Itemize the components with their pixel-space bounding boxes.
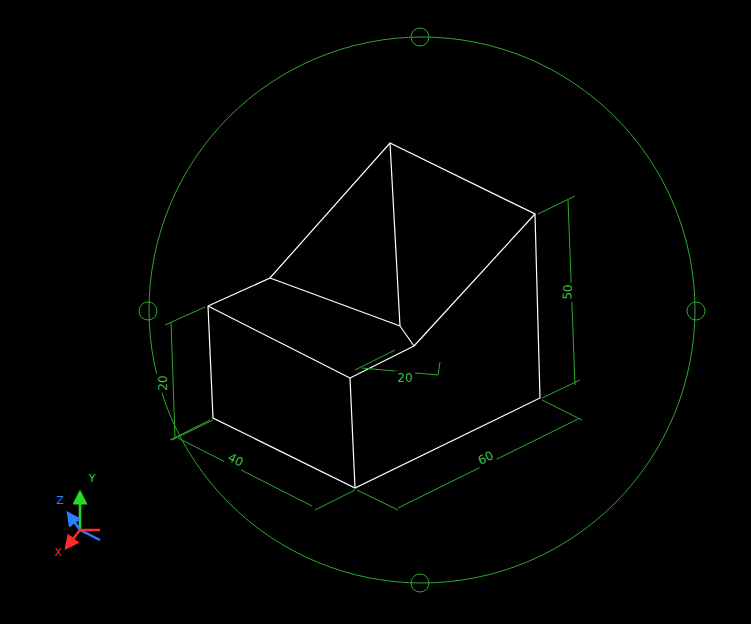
axis-label: Z [54,494,66,507]
dimension-text: 40 [224,449,248,470]
ucs-icon [66,492,100,548]
view-circle [139,28,705,592]
dimension-text: 50 [561,282,576,302]
dimension-text: 20 [156,373,170,392]
block-wireframe [208,143,540,488]
axis-label: X [52,546,64,559]
dimension-lines [165,196,582,510]
axis-label: Y [87,472,98,485]
dimension-text: 20 [395,371,414,385]
dimension-text: 60 [474,447,497,468]
